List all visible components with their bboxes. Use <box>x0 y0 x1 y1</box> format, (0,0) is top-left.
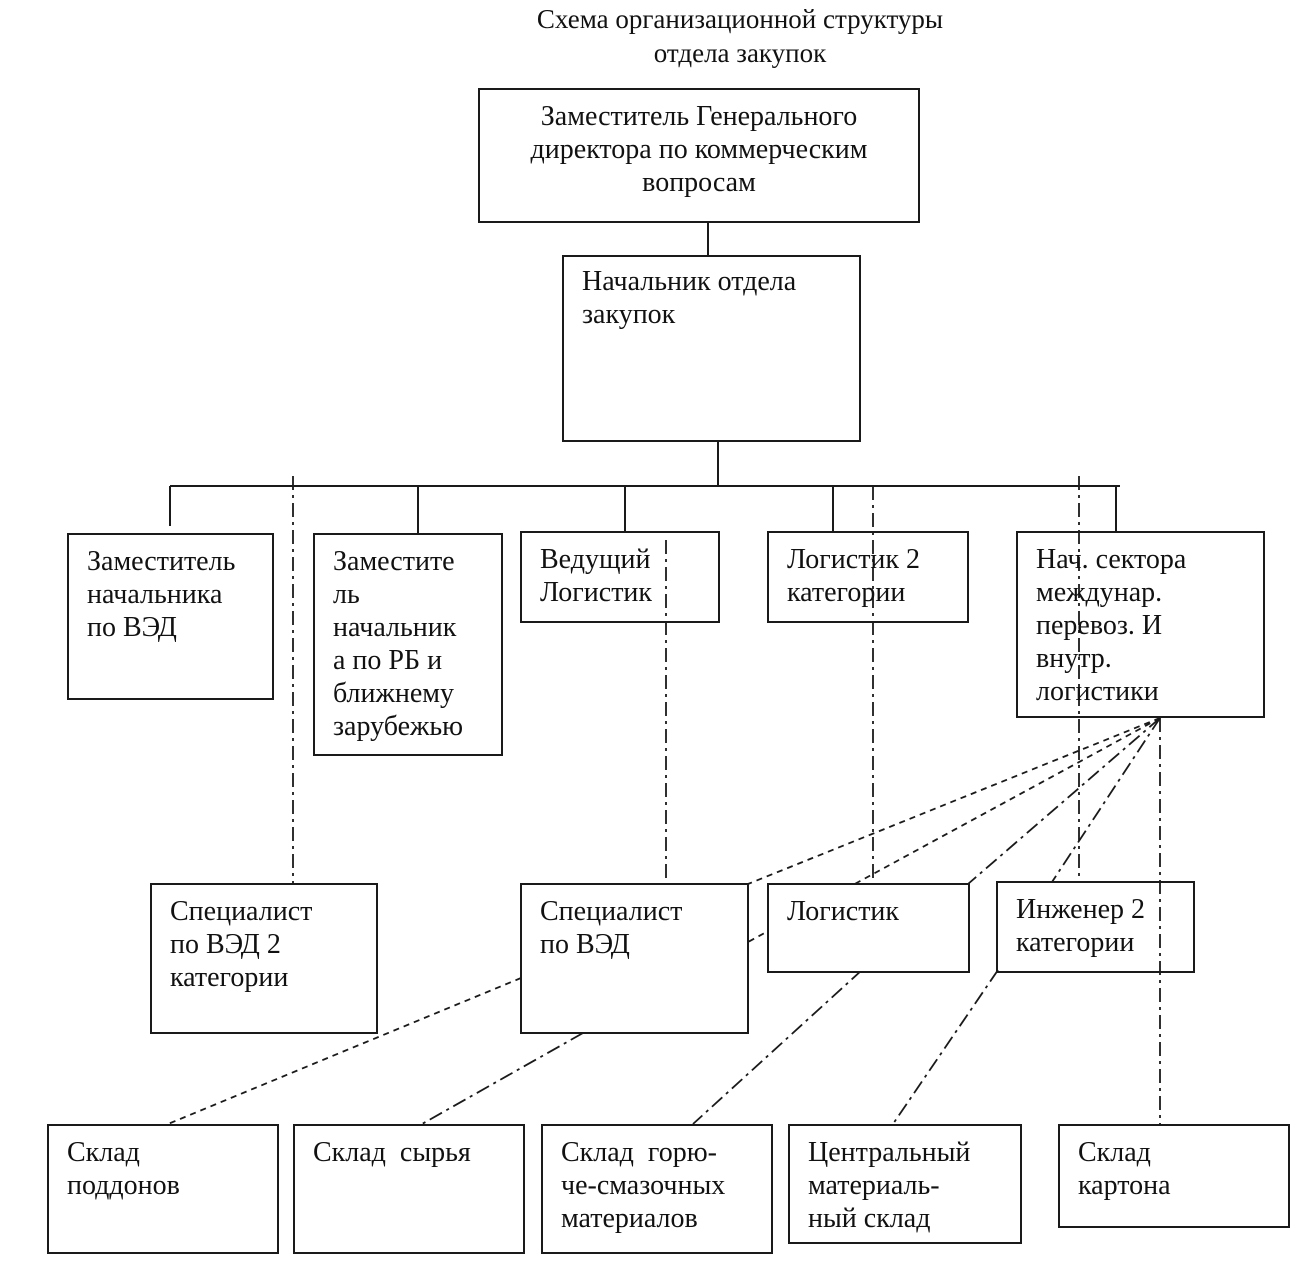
box-line: Склад горю- <box>561 1137 717 1168</box>
box-line: начальника <box>87 579 223 610</box>
box-line: по ВЭД <box>87 612 177 643</box>
box-line: внутр. <box>1036 643 1112 674</box>
box-line: Заместитель <box>87 546 236 577</box>
box-deputy-rb: Заместите ль начальник а по РБ и ближнем… <box>313 533 503 756</box>
connector-spec-to-raw <box>421 1032 584 1125</box>
box-lead-logist: Ведущий Логистик <box>520 531 720 623</box>
box-line: картона <box>1078 1170 1171 1201</box>
box-warehouse-pallets: Склад поддонов <box>47 1124 279 1254</box>
box-line: Заместите <box>333 546 455 577</box>
box-line: Логистик <box>787 896 900 927</box>
box-ved-specialist: Специалист по ВЭД <box>520 883 749 1034</box>
chart-title-line-2: отдела закупок <box>653 38 827 68</box>
box-line: Склад <box>67 1137 140 1168</box>
box-line: Инженер 2 <box>1016 894 1146 925</box>
box-line: ль <box>333 579 360 610</box>
box-sector-head: Нач. сектора междунар. перевоз. И внутр.… <box>1016 531 1265 718</box>
chart-title-line-1: Схема организационной структуры <box>536 4 944 34</box>
box-line: логистики <box>1036 676 1159 707</box>
box-head-of-procurement: Начальник отдела закупок <box>562 255 861 442</box>
box-line: Ведущий <box>540 544 651 575</box>
box-line: ближнему <box>333 678 454 709</box>
box-ved-specialist-2: Специалист по ВЭД 2 категории <box>150 883 378 1034</box>
box-line: категории <box>170 962 289 993</box>
box-line: по ВЭД <box>540 929 630 960</box>
box-logist: Логистик <box>767 883 970 973</box>
connector-sector-to-logist <box>967 717 1161 885</box>
box-line: директора по коммерческим <box>530 134 868 165</box>
box-logist-2: Логистик 2 категории <box>767 531 969 623</box>
box-engineer-2: Инженер 2 категории <box>996 881 1195 973</box>
box-line: Центральный <box>808 1137 971 1168</box>
box-line: Склад <box>1078 1137 1151 1168</box>
box-warehouse-central: Центральный материаль- ный склад <box>788 1124 1022 1244</box>
connector-logist-to-fuel <box>692 969 863 1125</box>
connector-engineer-to-central <box>892 969 999 1125</box>
box-line: че-смазочных <box>561 1170 726 1201</box>
connector-sector-to-ved-spec <box>747 717 1161 885</box>
box-line: Специалист <box>170 896 313 927</box>
box-warehouse-raw: Склад сырья <box>293 1124 525 1254</box>
box-line: материаль- <box>808 1170 940 1201</box>
box-line: Логистик <box>540 577 653 608</box>
box-line: Заместитель Генерального <box>540 101 858 132</box>
box-line: перевоз. И <box>1036 610 1163 641</box>
box-line: Специалист <box>540 896 683 927</box>
box-deputy-ved: Заместитель начальника по ВЭД <box>67 533 274 700</box>
box-line: Начальник отдела <box>582 266 797 297</box>
box-line: поддонов <box>67 1170 180 1201</box>
connector-spec-to-pallets <box>167 977 522 1125</box>
box-line: а по РБ и <box>333 645 443 676</box>
box-line: закупок <box>582 299 676 330</box>
box-warehouse-fuel: Склад горю- че-смазочных материалов <box>541 1124 773 1254</box>
box-line: начальник <box>333 612 457 643</box>
box-line: Склад сырья <box>313 1137 471 1168</box>
connector-sector-to-engineer <box>1051 717 1161 883</box>
box-deputy-general-director: Заместитель Генерального директора по ко… <box>478 88 920 223</box>
box-line: материалов <box>561 1203 698 1234</box>
box-line: по ВЭД 2 <box>170 929 281 960</box>
box-line: категории <box>1016 927 1135 958</box>
box-line: вопросам <box>642 167 756 198</box>
box-line: ный склад <box>808 1203 931 1234</box>
box-line: Логистик 2 <box>787 544 921 575</box>
box-line: междунар. <box>1036 577 1163 608</box>
box-line: категории <box>787 577 906 608</box>
box-line: зарубежью <box>333 711 464 742</box>
box-line: Нач. сектора <box>1036 544 1187 575</box>
chart-title: Схема организационной структуры отдела з… <box>440 2 1040 70</box>
box-warehouse-carton: Склад картона <box>1058 1124 1290 1228</box>
